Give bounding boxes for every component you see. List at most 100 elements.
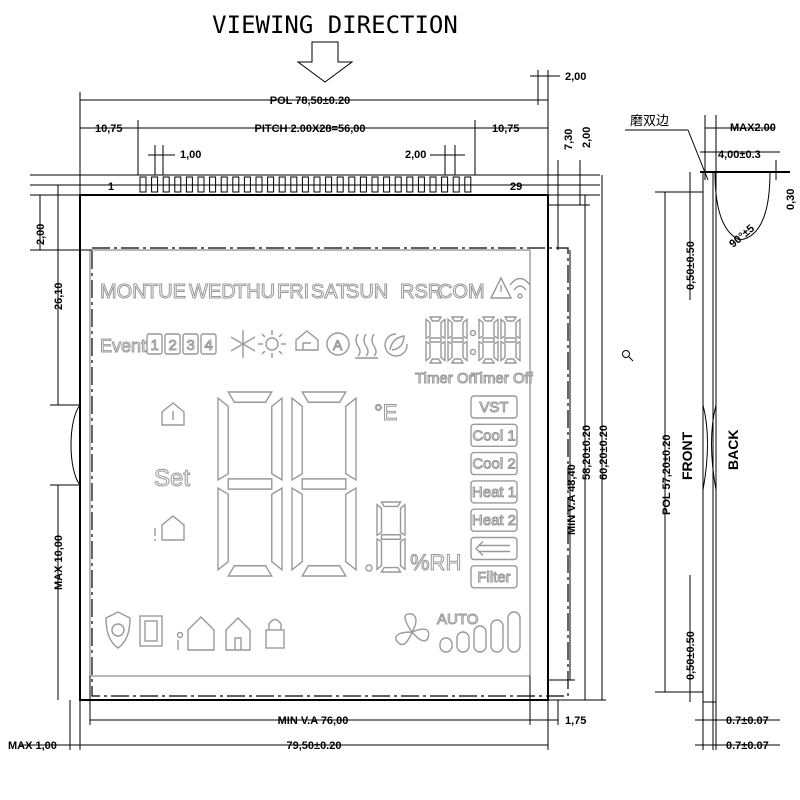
max-1-dim: MAX 1,00 (8, 740, 57, 752)
event-number-box (146, 333, 163, 355)
clock-digit (447, 316, 468, 364)
window-icon (139, 615, 163, 647)
glass-back-plate (712, 171, 717, 703)
heating-icon (355, 333, 378, 359)
mode-box (470, 508, 518, 532)
pin (406, 176, 414, 193)
bottom-margin-dim: 0,50±0.50 (685, 631, 697, 680)
pin (313, 176, 321, 193)
mode-label: VST (479, 399, 508, 416)
airflow-arrow-icon (475, 541, 510, 556)
pin (429, 176, 437, 193)
clock-digit (425, 316, 446, 364)
home-arrow-icon (295, 330, 319, 351)
mode-label: Cool 2 (472, 456, 515, 473)
weekday-label: WED (189, 281, 236, 303)
mode-box (470, 395, 518, 419)
humidity-unit-label: %RH (410, 550, 461, 575)
lock-icon (265, 618, 285, 649)
h-58-20-dim: 58,20±0.20 (581, 425, 593, 480)
pin (452, 176, 460, 193)
edge-right-dim: 10,75 (492, 123, 520, 135)
viewing-direction-arrow-icon (296, 41, 354, 83)
mode-box (470, 480, 518, 504)
auto-mode-icon: A (326, 332, 350, 356)
pin (197, 176, 205, 193)
pol-width-dim: POL 78,50±0.20 (270, 95, 350, 107)
fpc-notch (70, 404, 81, 486)
min-va-height-dim: MIN V.A 48,40 (566, 464, 578, 535)
angle-dim: 90°±5 (727, 223, 757, 251)
com-label: COM (438, 281, 485, 303)
clock-digit (500, 316, 521, 364)
event-number-box (200, 333, 217, 355)
fan-speed-bar (456, 631, 470, 653)
pin (464, 176, 472, 193)
clock-digit (478, 316, 499, 364)
pin (301, 176, 309, 193)
pin (359, 176, 367, 193)
temperature-digits (217, 391, 357, 577)
pin (290, 176, 298, 193)
mode-label: Heat 1 (472, 484, 516, 501)
mode-label: Cool 1 (472, 427, 515, 444)
warning-icon (489, 276, 513, 299)
pin (417, 176, 425, 193)
event-number: 3 (187, 337, 195, 354)
temperature-digit (217, 391, 283, 577)
event-number: 2 (169, 337, 177, 354)
pin (441, 176, 449, 193)
pin (336, 176, 344, 193)
clock-digits (425, 316, 521, 364)
pin (174, 176, 182, 193)
pin (348, 176, 356, 193)
glass-thickness-2: 0.7±0.07 (726, 740, 769, 752)
decimal-digit-segment (376, 501, 406, 573)
sun-icon (258, 330, 286, 358)
width-79-50-dim: 79,50±0.20 (287, 740, 342, 752)
event-label: Event (100, 336, 146, 356)
left-26-10-dim: 26,10 (53, 282, 65, 310)
magnifier-icon (622, 350, 630, 358)
side-view: 磨双边 MAX2.00 4,00±0.3 0,30 90°±5 0,50±0.5… (622, 114, 797, 752)
auto-label: AUTO (437, 611, 478, 628)
svg-text:A: A (333, 337, 343, 353)
thickness-dim: 4,00±0.3 (718, 149, 761, 161)
fan-speed-bar (439, 637, 453, 653)
left-2-00-dim: 2,00 (35, 224, 47, 245)
mode-box (470, 536, 518, 561)
mode-label: Filter (477, 569, 510, 586)
edge-left-dim: 10,75 (95, 123, 123, 135)
clock-colon-bottom (469, 348, 477, 356)
pin (220, 176, 228, 193)
fan-speed-bars (439, 611, 521, 653)
fan-icon (395, 613, 430, 646)
pin (383, 176, 391, 193)
set-label: Set (154, 465, 190, 492)
pin (151, 176, 159, 193)
front-label: FRONT (679, 431, 695, 480)
pin (325, 176, 333, 193)
back-label: BACK (725, 430, 741, 470)
mode-box (470, 423, 518, 447)
grind-note: 磨双边 (630, 114, 669, 129)
clock-colon-top (469, 329, 477, 337)
glass-thickness-1: 0.7±0.07 (726, 715, 769, 727)
person-home-icon (177, 616, 215, 651)
snowflake-icon (230, 330, 256, 358)
event-number: 1 (151, 337, 159, 354)
pin (255, 176, 263, 193)
viewing-direction-title: VIEWING DIRECTION (212, 11, 458, 39)
event-number: 4 (205, 337, 213, 354)
pin-last-label: 29 (510, 181, 522, 193)
event-number-box (182, 333, 199, 355)
weekday-label: MON (100, 281, 147, 303)
pin-strip (139, 176, 472, 193)
weekday-label: FRI (277, 281, 309, 303)
right-2-00-dim: 2,00 (581, 127, 593, 148)
temperature-digit (291, 391, 357, 577)
